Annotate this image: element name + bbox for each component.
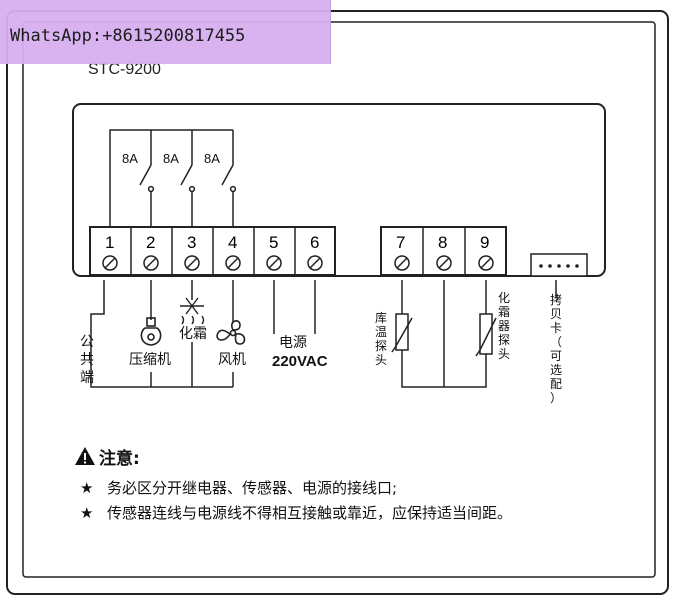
compressor-label: 压缩机 <box>129 352 171 368</box>
copy-card-label-8: ） <box>550 391 562 405</box>
copy-card-label-2: 贝 <box>550 307 562 321</box>
relay-circuit <box>109 129 237 227</box>
relay-rating-1: 8A <box>122 151 138 166</box>
defrost-probe-label-4: 探 <box>498 333 510 347</box>
notice-item-1: 务必区分开继电器、传感器、电源的接线口; <box>107 479 397 497</box>
copy-card-label-1: 拷 <box>550 292 562 307</box>
copy-card-label-4: （ <box>550 335 562 349</box>
warning-icon <box>75 447 95 465</box>
copy-card-port <box>530 253 588 277</box>
terminal-4-label: 4 <box>228 233 237 252</box>
defrost-label: 化霜 <box>179 326 207 342</box>
copy-card-label-6: 选 <box>550 363 562 377</box>
copy-card-label-3: 卡 <box>550 321 562 335</box>
screw-icons-probe <box>394 255 494 271</box>
terminal-7-label: 7 <box>396 233 405 252</box>
watermark-text: WhatsApp:+8615200817455 <box>10 26 246 46</box>
notice-bullet-2: ★ <box>80 504 93 522</box>
output-wiring <box>90 280 316 388</box>
fan-icon <box>216 320 246 345</box>
common-label-1: 公 <box>80 334 94 350</box>
notice-title: 注意: <box>99 448 140 469</box>
voltage-label: 220VAC <box>272 353 328 370</box>
room-probe-label-4: 头 <box>375 353 387 367</box>
model-label: STC-9200 <box>88 61 161 78</box>
terminal-3-label: 3 <box>187 233 196 252</box>
terminal-5-label: 5 <box>269 233 278 252</box>
terminal-2-label: 2 <box>146 233 155 252</box>
inner-frame <box>22 21 656 578</box>
defrost-probe-label-1: 化 <box>498 291 510 305</box>
common-label-3: 端 <box>80 370 94 386</box>
terminal-1-label: 1 <box>105 233 114 252</box>
room-probe-label-2: 温 <box>375 325 387 339</box>
defrost-probe-label-2: 霜 <box>498 305 510 319</box>
fan-label: 风机 <box>218 352 246 368</box>
thermistor-icon <box>391 313 413 353</box>
copy-card-label-5: 可 <box>550 349 562 363</box>
notice-bullet-1: ★ <box>80 479 93 497</box>
screw-icons-main <box>102 255 323 271</box>
defrost-probe-label-5: 头 <box>498 347 510 361</box>
outer-frame <box>6 10 669 595</box>
defrost-probe-label-3: 器 <box>498 319 510 333</box>
relay-rating-3: 8A <box>204 151 220 166</box>
compressor-icon <box>140 317 162 346</box>
probe-terminal-block: 7 8 9 <box>380 226 507 276</box>
main-terminal-block: 1 2 3 4 5 6 <box>89 226 336 276</box>
terminal-8-label: 8 <box>438 233 447 252</box>
probe-wiring <box>401 280 557 388</box>
defrost-icon <box>180 297 205 325</box>
room-probe-label-1: 库 <box>375 310 387 325</box>
thermistor-icon <box>475 313 497 357</box>
copy-card-label-7: 配 <box>550 377 562 391</box>
terminal-6-label: 6 <box>310 233 319 252</box>
relay-rating-2: 8A <box>163 151 179 166</box>
terminal-9-label: 9 <box>480 233 489 252</box>
common-label-2: 共 <box>80 352 94 368</box>
watermark-badge: WhatsApp:+8615200817455 <box>0 0 331 64</box>
notice-item-2: 传感器连线与电源线不得相互接触或靠近，应保持适当间距。 <box>107 504 512 522</box>
room-probe-label-3: 探 <box>375 339 387 353</box>
power-label: 电源 <box>279 335 307 351</box>
controller-body <box>72 103 606 277</box>
